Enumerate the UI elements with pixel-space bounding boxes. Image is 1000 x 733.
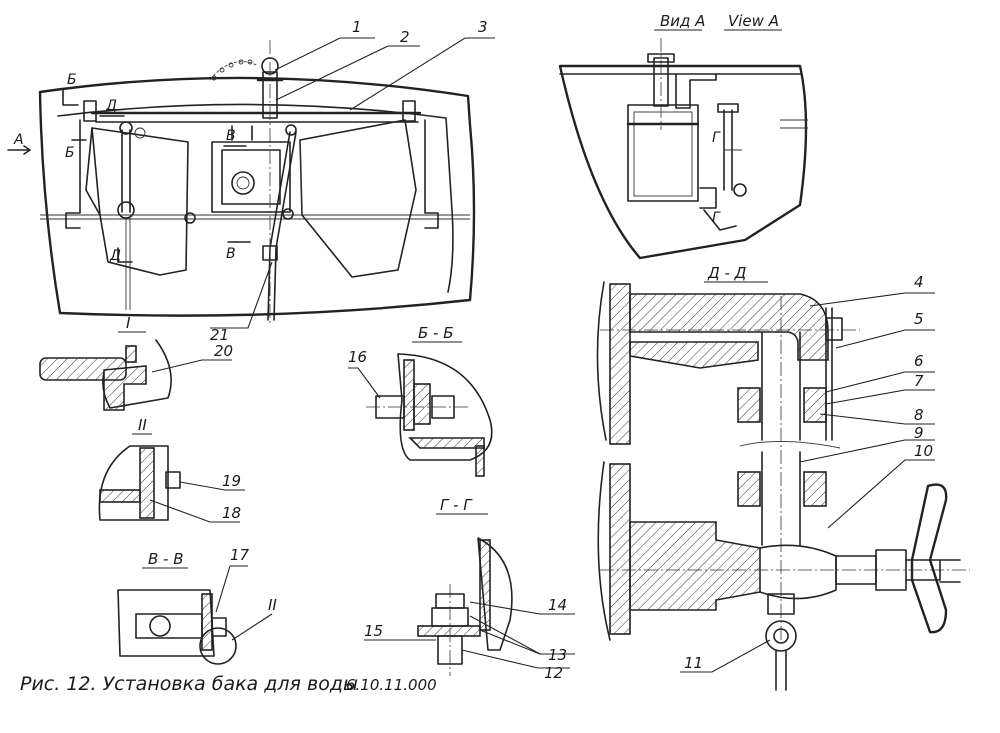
callout-19: 19 (222, 472, 241, 490)
caption-text: Рис. 12. Установка бака для воды (20, 673, 358, 695)
section-dd: Д - Д (596, 264, 970, 691)
callout-2: 2 (400, 28, 410, 46)
callout-3: 3 (478, 18, 488, 36)
caption-doc-number: 6.10.11.000 (346, 676, 437, 694)
marker-g-low: Г (712, 210, 721, 226)
view-a-title-en: View A (728, 12, 779, 30)
marker-d-top: Д (105, 98, 117, 114)
callout-16: 16 (348, 348, 367, 366)
callout-12: 12 (544, 664, 563, 682)
marker-d-low: Д (109, 248, 121, 264)
marker-v-low: В (226, 246, 236, 262)
section-bb: Б - Б 16 (348, 324, 493, 477)
marker-b-top: Б (67, 72, 77, 88)
callout-18: 18 (222, 504, 241, 522)
marker-g-top: Г (712, 130, 721, 146)
callout-21: 21 (210, 326, 229, 344)
detail-ii-title: II (138, 416, 147, 434)
callout-8: 8 (914, 406, 924, 424)
callout-14: 14 (548, 596, 567, 614)
section-vv: В - В 17 II (117, 546, 277, 665)
detail-i-title: I (126, 314, 131, 332)
marker-a: А (13, 132, 24, 148)
marker-v-top: В (226, 128, 236, 144)
section-vv-title: В - В (148, 550, 184, 568)
caption: Рис. 12. Установка бака для воды 6.10.11… (20, 673, 437, 695)
callout-7: 7 (914, 372, 924, 390)
callout-4: 4 (914, 273, 924, 291)
detail-ii: II 19 18 (98, 416, 245, 523)
callout-5: 5 (914, 310, 924, 328)
section-gg-title: Г - Г (440, 496, 473, 514)
main-front-view (38, 40, 476, 325)
section-dd-title: Д - Д (707, 264, 747, 282)
view-a-title-ru: Вид А (660, 12, 705, 30)
callout-9: 9 (914, 424, 924, 442)
callout-1: 1 (352, 18, 362, 36)
view-a: Вид А View A Г Г (558, 12, 808, 260)
callout-15: 15 (364, 622, 383, 640)
callout-17: 17 (230, 546, 250, 564)
callout-20: 20 (214, 342, 233, 360)
callout-13: 13 (548, 646, 567, 664)
section-bb-title: Б - Б (418, 324, 454, 342)
main-view-markers: А Б Б Д Д В В (7, 72, 251, 264)
section-gg: Г - Г 14 13 12 15 (364, 496, 575, 682)
callout-6: 6 (914, 352, 924, 370)
main-view-callouts: 1 2 3 21 (210, 18, 495, 344)
marker-b-low: Б (65, 145, 75, 161)
callout-11: 11 (684, 654, 703, 672)
detail-ii-ref: II (268, 596, 277, 614)
detail-i: I 20 (39, 314, 233, 411)
callout-10: 10 (914, 442, 933, 460)
